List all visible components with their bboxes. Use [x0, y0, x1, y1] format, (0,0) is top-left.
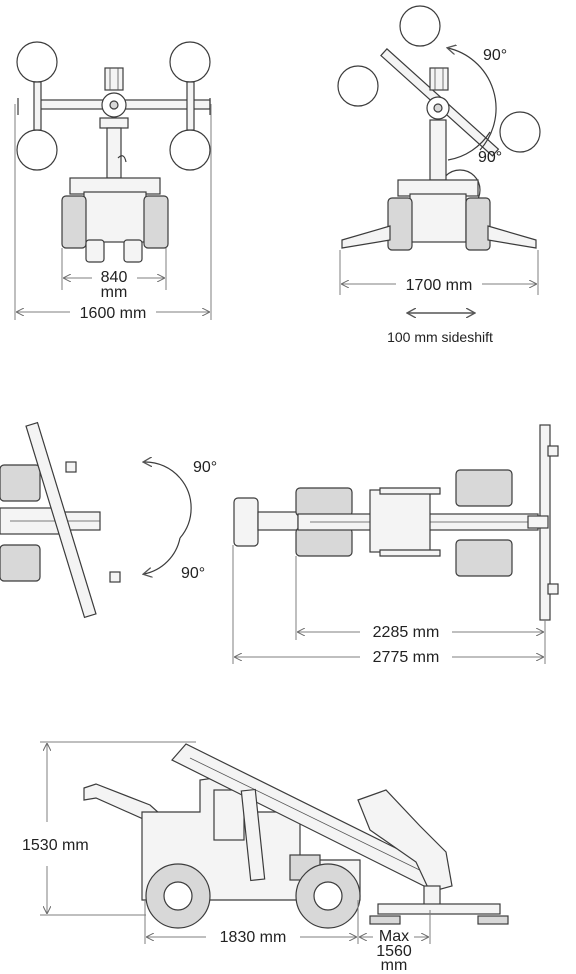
vacuum-cup	[499, 111, 541, 153]
rotation-bottom-label-2: 90°	[181, 565, 205, 582]
side-view	[40, 741, 509, 944]
front-rotated-view	[337, 5, 541, 313]
height-label: 1530 mm	[22, 837, 89, 854]
wheelbase-label: 1830 mm	[220, 929, 287, 946]
sideshift-label: 100 mm sideshift	[387, 329, 493, 345]
overall-width-label: 1600 mm	[80, 305, 147, 322]
rotation-top-label-2: 90°	[193, 459, 217, 476]
overall-length-label: 2775 mm	[373, 649, 440, 666]
vacuum-cup	[399, 5, 441, 47]
reach-value-label: 1560	[376, 943, 412, 960]
rotation-bottom-label: 90°	[478, 149, 502, 166]
track-width-label: 840	[101, 269, 128, 286]
vacuum-cup	[337, 65, 379, 107]
reach-max-label: Max	[379, 928, 409, 945]
top-view	[232, 424, 559, 664]
vacuum-cup	[16, 129, 58, 171]
inner-length-label: 2285 mm	[373, 624, 440, 641]
vacuum-cup	[169, 129, 211, 171]
reach-unit-label: mm	[381, 957, 408, 974]
rotation-top-label: 90°	[483, 47, 507, 64]
front-view	[14, 41, 212, 320]
top-rotated-view	[0, 421, 192, 619]
vacuum-cup	[169, 41, 211, 83]
outrigger-width-label: 1700 mm	[406, 277, 473, 294]
track-width-unit-label: mm	[101, 284, 128, 301]
vacuum-cup	[16, 41, 58, 83]
